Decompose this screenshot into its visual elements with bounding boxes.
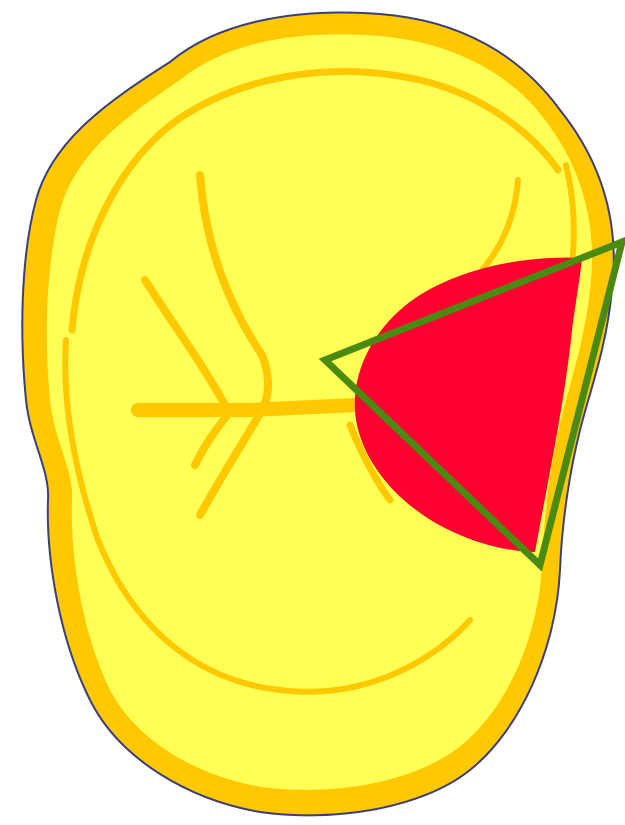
fissure-central xyxy=(138,405,355,410)
